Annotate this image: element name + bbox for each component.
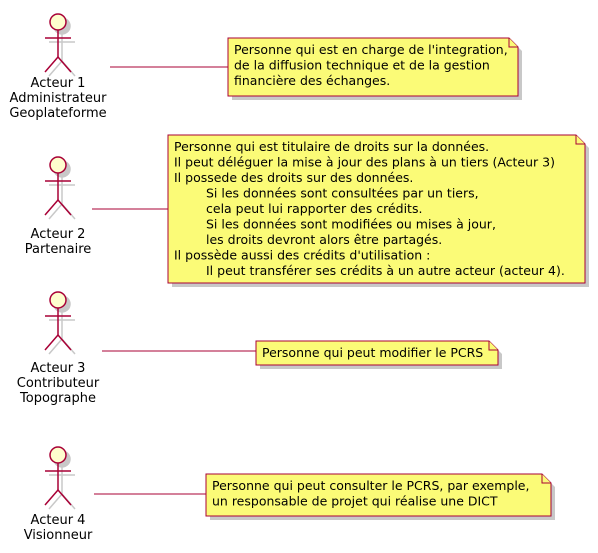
actor-left-leg bbox=[48, 338, 63, 355]
note-2-line-5: cela peut lui rapporter des crédits. bbox=[206, 201, 422, 216]
note-fold-corner bbox=[541, 474, 551, 484]
actor-2-label-line-1: Acteur 2 bbox=[31, 227, 86, 242]
note-2-line-2: Il peut déléguer la mise à jour des plan… bbox=[174, 155, 555, 170]
note-3-line-1: Personne qui peut modifier le PCRS bbox=[262, 345, 483, 360]
actor-3-label-line-2: Contributeur bbox=[17, 376, 100, 391]
note-1-line-3: financière des échanges. bbox=[234, 73, 390, 88]
actor-head bbox=[49, 13, 67, 31]
actor-left-leg bbox=[48, 60, 63, 77]
note-fold-corner bbox=[575, 135, 585, 145]
note-2-line-3: Il possede des droits sur des données. bbox=[174, 170, 413, 185]
actor-figure-1 bbox=[44, 13, 76, 77]
actor-left-leg bbox=[44, 56, 59, 73]
actor-left-leg bbox=[44, 199, 59, 216]
actor-right-leg bbox=[57, 56, 72, 73]
actor-3-label-line-1: Acteur 3 bbox=[31, 361, 86, 376]
actor-left-leg bbox=[44, 334, 59, 351]
actor-figure-2 bbox=[44, 156, 76, 220]
note-4-line-1: Personne qui peut consulter le PCRS, par… bbox=[212, 478, 529, 493]
note-fold-corner bbox=[488, 341, 498, 351]
actor-head bbox=[49, 291, 67, 309]
actor-4-label-line-1: Acteur 4 bbox=[31, 513, 86, 528]
note-1-box bbox=[227, 37, 519, 97]
actor-1-label-line-1: Acteur 1 bbox=[31, 76, 86, 91]
note-2-line-1: Personne qui est titulaire de droits sur… bbox=[174, 139, 489, 154]
note-2-line-9: Il peut transférer ses crédits à un autr… bbox=[206, 263, 565, 278]
note-4-box bbox=[205, 473, 552, 517]
note-2-line-8: Il possède aussi des crédits d'utilisati… bbox=[174, 248, 430, 263]
note-2-line-7: les droits devront alors être partagés. bbox=[206, 232, 442, 247]
note-4-line-2: un responsable de projet qui réalise une… bbox=[212, 494, 498, 509]
actor-left-leg bbox=[48, 493, 63, 510]
actor-right-leg bbox=[57, 334, 72, 351]
actor-right-leg bbox=[57, 489, 72, 506]
note-2-line-4: Si les données sont consultées par un ti… bbox=[206, 186, 479, 201]
actor-figure-4 bbox=[44, 446, 76, 510]
actor-right-leg bbox=[57, 199, 72, 216]
note-2-box bbox=[167, 134, 586, 284]
note-3-box bbox=[255, 340, 499, 366]
note-2-line-6: Si les données sont modifiées ou mises à… bbox=[206, 217, 496, 232]
actor-left-leg bbox=[44, 489, 59, 506]
actor-left-leg bbox=[48, 203, 63, 220]
actor-1-label-line-3: Geoplateforme bbox=[9, 106, 106, 121]
actor-1-label-line-2: Administrateur bbox=[10, 91, 108, 106]
actor-2-label-line-2: Partenaire bbox=[25, 242, 92, 257]
actor-figure-3 bbox=[44, 291, 76, 355]
note-fold-corner bbox=[508, 38, 518, 48]
actor-head bbox=[49, 446, 67, 464]
actor-3-label-line-3: Topographe bbox=[19, 391, 96, 406]
note-1-line-1: Personne qui est en charge de l'integrat… bbox=[234, 42, 508, 57]
actor-head bbox=[49, 156, 67, 174]
actor-4-label-line-2: Visionneur bbox=[24, 528, 93, 543]
note-1-line-2: de la diffusion technique et de la gesti… bbox=[234, 58, 490, 73]
